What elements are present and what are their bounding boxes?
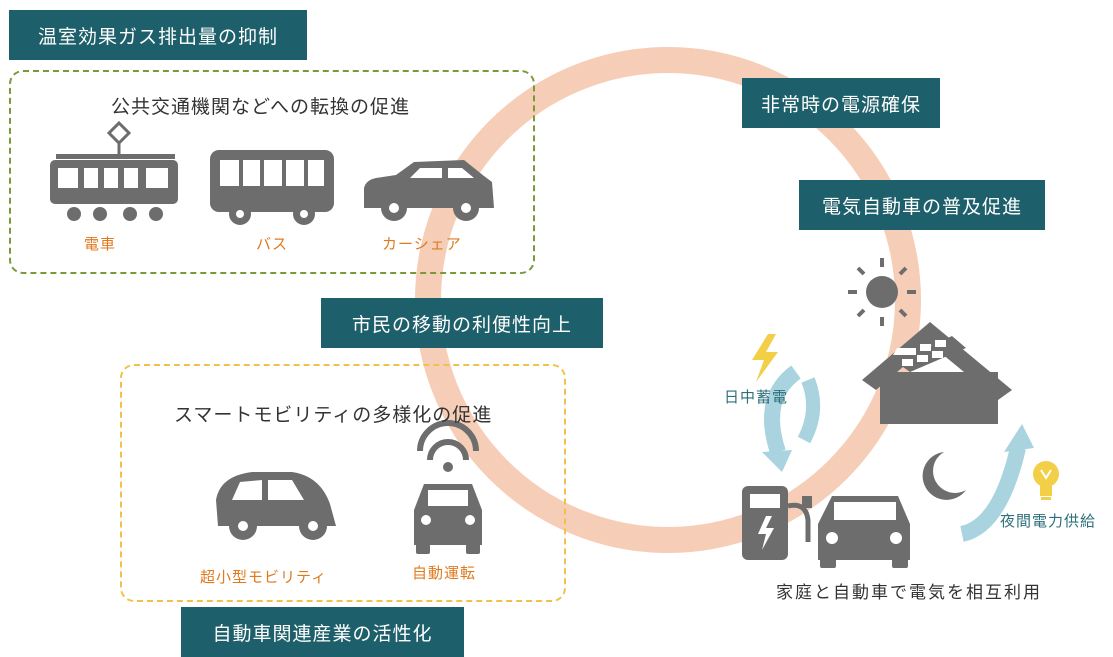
- autonomous-car-icon: [414, 420, 482, 554]
- house-icon: [862, 322, 1012, 424]
- moon-icon: [922, 452, 966, 500]
- day-storage-label: 日中蓄電: [724, 388, 789, 406]
- bus-icon: [210, 150, 334, 225]
- charge-arrow-icon: [762, 365, 821, 472]
- night-supply-label: 夜間電力供給: [1000, 512, 1097, 530]
- autonomous-driving-label: 自動運転: [412, 564, 477, 582]
- lightning-icon: [752, 334, 778, 382]
- micro-mobility-icon: [216, 472, 336, 540]
- car-share-icon: [364, 160, 494, 221]
- sun-icon: [848, 258, 916, 326]
- smart-mobility-heading: スマートモビリティの多様化の促進: [174, 404, 493, 426]
- car-share-label: カーシェア: [382, 235, 462, 253]
- bulb-icon: [1033, 461, 1059, 500]
- solar-panel-icon: [902, 340, 946, 366]
- smart-mobility-box: [120, 364, 566, 602]
- train-icon: [50, 120, 178, 221]
- bus-label: バス: [256, 235, 289, 253]
- ev-car-icon: [818, 496, 910, 568]
- micro-mobility-label: 超小型モビリティ: [200, 568, 328, 586]
- public-transport-heading: 公共交通機関などへの転換の促進: [111, 96, 411, 118]
- label-emergency-power: 非常時の電源確保: [742, 78, 940, 128]
- label-ev-promotion: 電気自動車の普及促進: [799, 180, 1045, 230]
- supply-arrow-icon: [959, 424, 1034, 542]
- train-label: 電車: [84, 235, 117, 253]
- public-transport-box: [9, 70, 535, 274]
- label-ghg-reduction: 温室効果ガス排出量の抑制: [9, 10, 307, 60]
- ev-charger-icon: [742, 486, 812, 560]
- label-mobility-convenience: 市民の移動の利便性向上: [321, 298, 603, 348]
- label-industry-revitalization: 自動車関連産業の活性化: [181, 607, 464, 657]
- mutual-use-caption: 家庭と自動車で電気を相互利用: [776, 583, 1042, 603]
